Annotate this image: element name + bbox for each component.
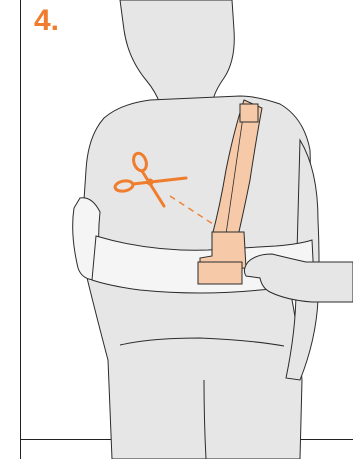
illustration-frame: [20, 0, 353, 459]
illustration: [20, 0, 353, 459]
strap-buckle-top: [240, 104, 258, 122]
head: [120, 0, 234, 104]
step-number: 4.: [34, 6, 59, 36]
